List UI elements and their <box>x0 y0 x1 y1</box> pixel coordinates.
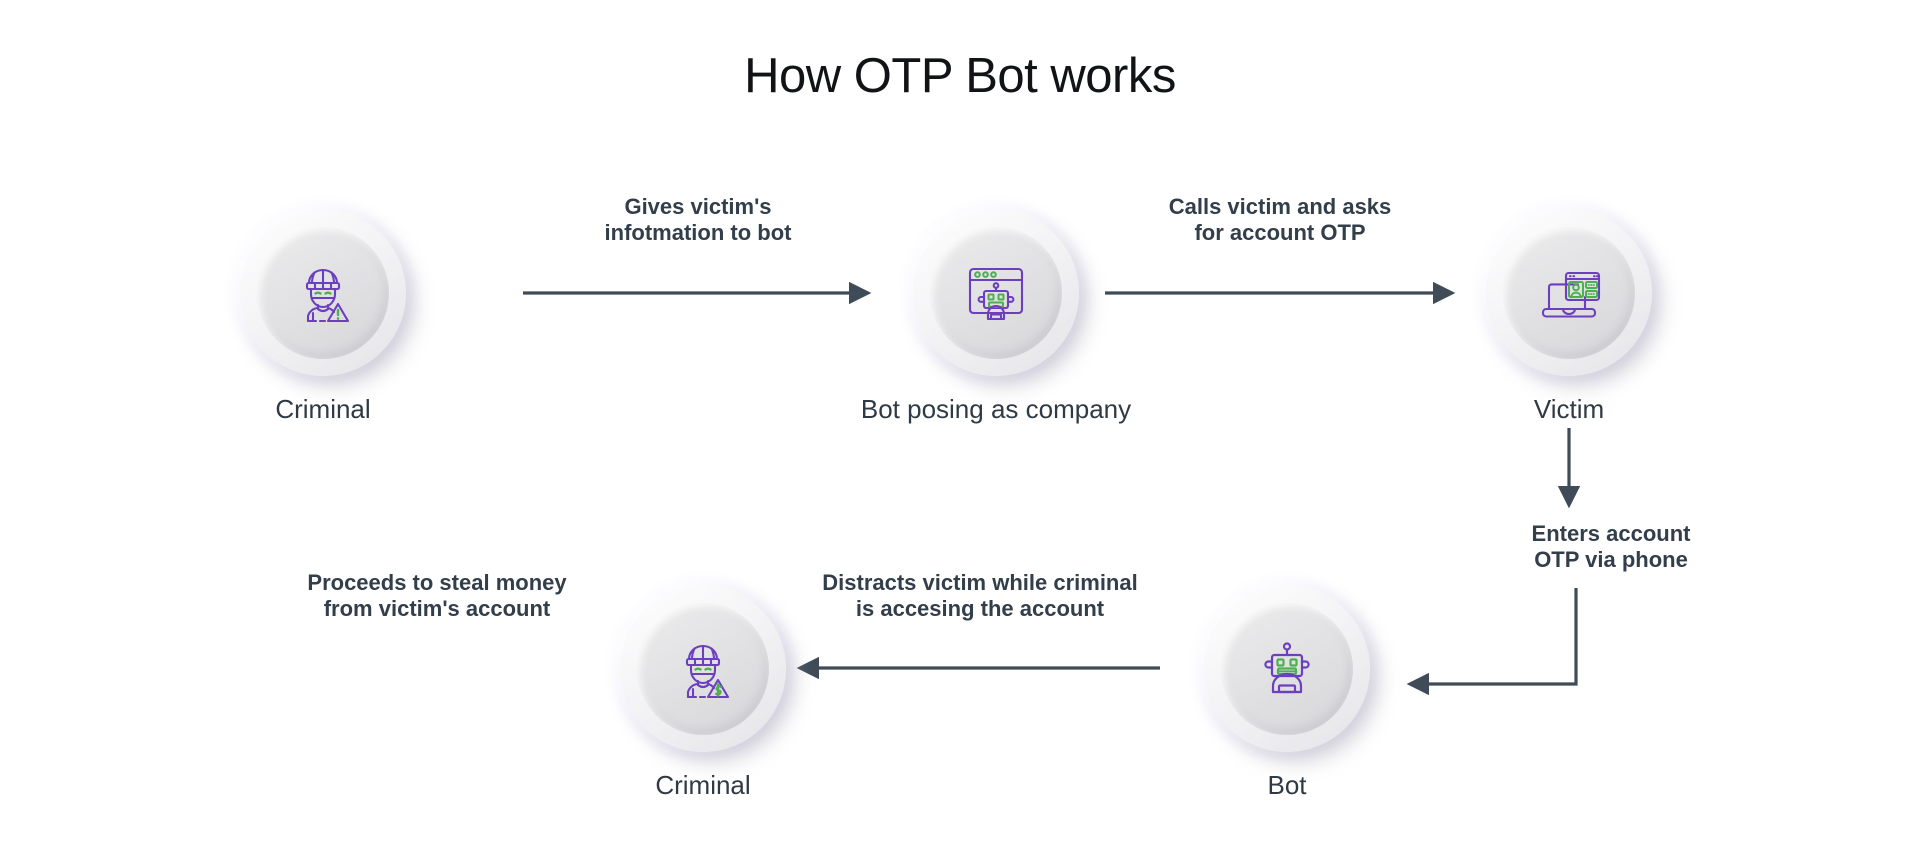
edge-label-calls-victim: Calls victim and asks for account OTP <box>1125 194 1435 246</box>
browser-robot-icon <box>960 257 1032 329</box>
edge-label-line2: is accesing the account <box>855 595 1105 621</box>
edge-label-proceeds-to-steal: Proceeds to steal money from victim's ac… <box>282 570 592 622</box>
edge-label-gives-information: Gives victim's infotmation to bot <box>543 194 853 246</box>
edge-label-line1: Proceeds to steal money <box>307 570 567 595</box>
edge-label-line1: Gives victim's <box>624 194 772 219</box>
node-disc <box>240 210 406 376</box>
edge-label-enters-otp: Enters account OTP via phone <box>1456 521 1766 573</box>
hacker-with-warning-icon <box>287 257 359 329</box>
edge-label-line2: OTP via phone <box>1534 546 1688 572</box>
node-disc <box>620 586 786 752</box>
laptop-login-icon <box>1533 257 1605 329</box>
node-label: Victim <box>1533 394 1605 424</box>
node-label: Bot posing as company <box>860 394 1132 424</box>
node-disc <box>913 210 1079 376</box>
arrow-otp-elbow-to-bot <box>1406 588 1578 696</box>
node-bot-posing-as-company[interactable]: Bot posing as company <box>861 210 1131 425</box>
node-victim[interactable]: Victim <box>1469 210 1669 425</box>
node-disc <box>1486 210 1652 376</box>
edge-label-line1: Distracts victim while criminal <box>822 570 1138 595</box>
node-disc <box>1204 586 1370 752</box>
node-bot[interactable]: Bot <box>1187 586 1387 801</box>
node-label: Criminal <box>275 394 371 424</box>
edge-label-line2: from victim's account <box>323 595 551 621</box>
hacker-with-money-bag-icon <box>667 633 739 705</box>
edge-label-distracts-victim: Distracts victim while criminal is acces… <box>780 570 1180 622</box>
edge-label-line2: for account OTP <box>1194 219 1366 245</box>
robot-icon <box>1255 637 1319 701</box>
node-label: Bot <box>1267 770 1307 800</box>
node-criminal-bottom[interactable]: Criminal <box>603 586 803 801</box>
edge-label-line2: infotmation to bot <box>604 219 792 245</box>
page-title: How OTP Bot works <box>744 49 1176 103</box>
node-label: Criminal <box>655 770 751 800</box>
edge-label-line1: Enters account <box>1531 521 1691 546</box>
node-criminal-top[interactable]: Criminal <box>223 210 423 425</box>
edge-label-line1: Calls victim and asks <box>1168 194 1392 219</box>
